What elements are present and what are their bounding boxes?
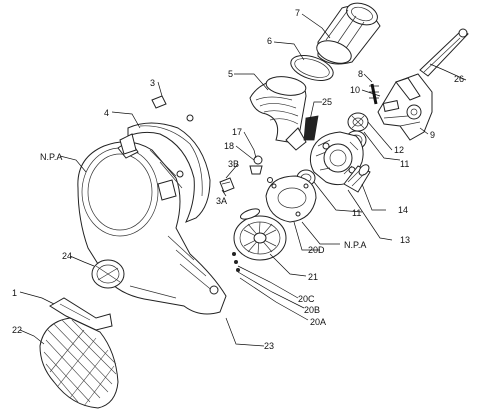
callout-6: 6 xyxy=(267,36,272,46)
callout-3: 3 xyxy=(150,78,155,88)
callout-20a: 20A xyxy=(310,317,326,327)
callout-22: 22 xyxy=(12,325,22,335)
callout-npa-left: N.P.A xyxy=(40,152,62,162)
part-14-brush-holder xyxy=(343,164,371,193)
callout-14: 14 xyxy=(398,205,408,215)
callout-3b: 3B xyxy=(228,159,239,169)
part-7-outlet-duct xyxy=(316,2,381,65)
part-4-front-ring xyxy=(119,122,211,223)
parts-17-18-fasteners xyxy=(249,155,273,183)
part-21-impeller xyxy=(233,208,287,261)
callout-20d: 20D xyxy=(308,245,325,255)
callout-24: 24 xyxy=(62,251,72,261)
part-5-flexible-hose xyxy=(249,76,307,151)
callout-1: 1 xyxy=(12,288,17,298)
part-24-inlet-ring xyxy=(91,259,125,289)
callout-25: 25 xyxy=(322,97,332,107)
callout-12: 12 xyxy=(394,145,404,155)
callout-11-lower: 11 xyxy=(352,208,361,218)
callout-21: 21 xyxy=(308,272,318,282)
parts-20-screws xyxy=(232,252,240,272)
callout-26: 26 xyxy=(454,74,464,84)
motor-assembly xyxy=(309,131,364,186)
callout-10: 10 xyxy=(350,85,360,95)
callout-3a: 3A xyxy=(216,196,227,206)
callout-11-upper: 11 xyxy=(400,159,409,169)
callout-23: 23 xyxy=(264,341,274,351)
callout-npa-right: N.P.A xyxy=(344,240,366,250)
part-22-grille xyxy=(39,317,119,409)
leader-lines xyxy=(19,13,467,347)
callout-9: 9 xyxy=(430,130,435,140)
part-20d-fan-cover xyxy=(265,175,317,223)
callout-18: 18 xyxy=(224,141,234,151)
callout-17: 17 xyxy=(232,127,242,137)
callout-4: 4 xyxy=(104,108,109,118)
callout-5: 5 xyxy=(228,69,233,79)
callout-labels: 7 6 5 3 8 26 10 25 4 17 9 18 12 N.P.A 3B… xyxy=(12,8,464,351)
part-26-tool-bar xyxy=(419,28,469,77)
part-12-bearing xyxy=(347,112,369,132)
part-6-ring-seal xyxy=(290,55,334,81)
part-3-bracket xyxy=(151,95,194,122)
part-9-motor-bracket xyxy=(377,73,433,141)
part-3a-clip xyxy=(219,177,235,193)
part-25-gasket-strip xyxy=(303,115,319,141)
callout-7: 7 xyxy=(295,8,300,18)
callout-20c: 20C xyxy=(298,294,315,304)
callout-20b: 20B xyxy=(304,305,320,315)
callout-8: 8 xyxy=(358,69,363,79)
callout-13: 13 xyxy=(400,235,410,245)
